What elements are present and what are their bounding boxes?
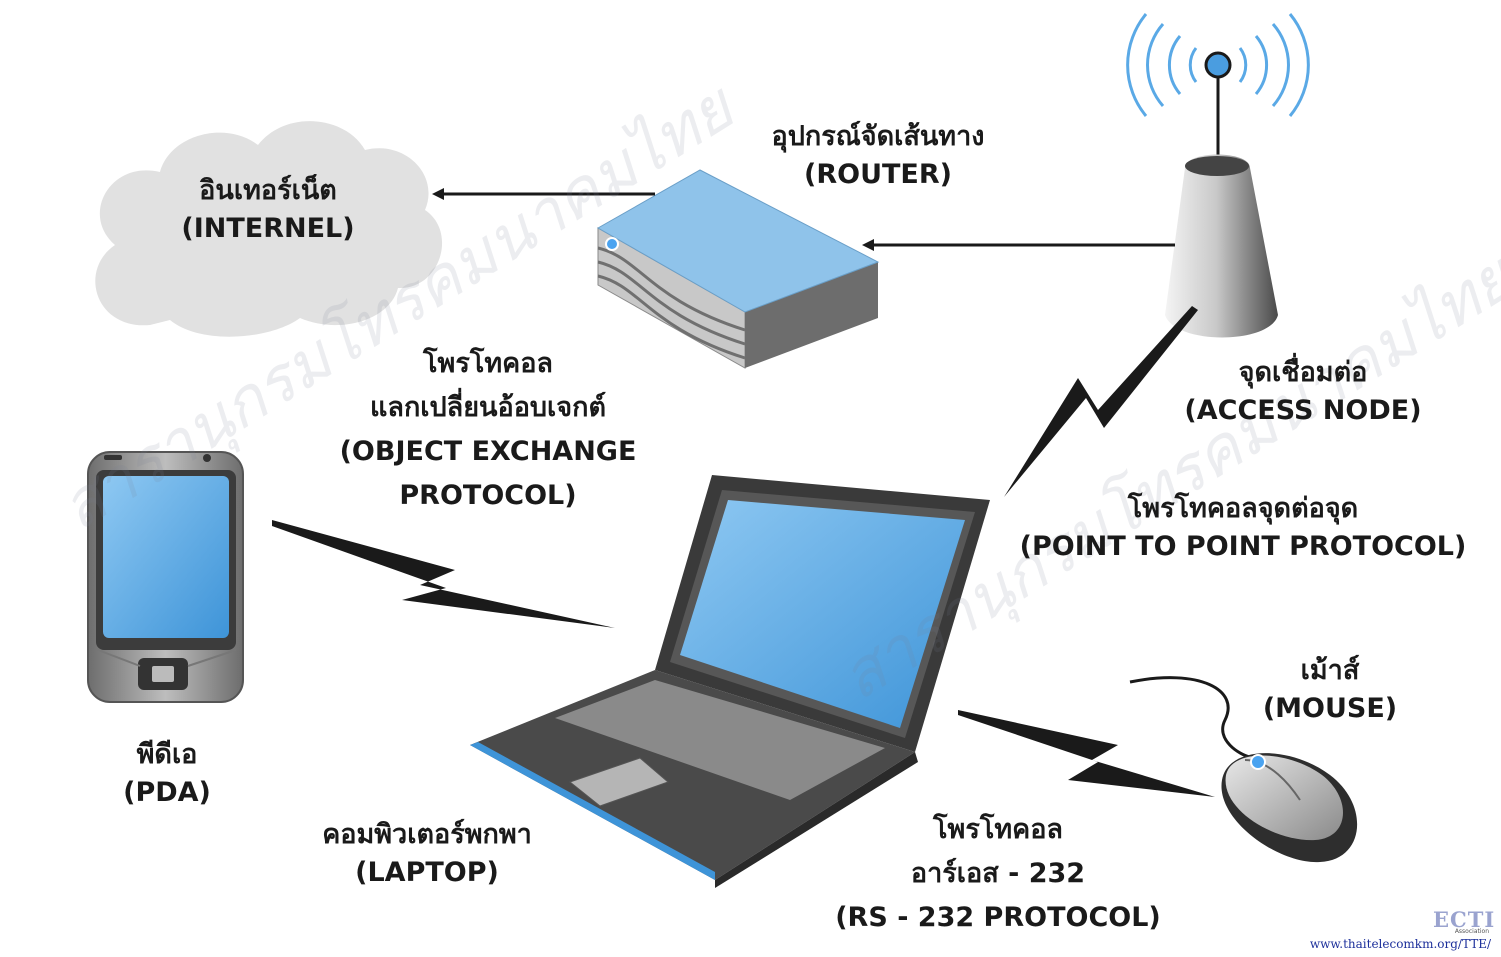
cloud-icon — [95, 121, 443, 337]
ecti-logo: ECTI Association — [1433, 907, 1496, 935]
rs232-protocol-label: โพรโทคอล อาร์เอส - 232 (RS - 232 PROTOCO… — [835, 814, 1161, 933]
source-url[interactable]: www.thaitelecomkm.org/TTE/ — [1309, 937, 1491, 951]
mouse-label: เม้าส์ (MOUSE) — [1262, 655, 1398, 724]
pda-label: พีดีเอ (PDA) — [123, 739, 211, 808]
lightning-bolt-laptop-access-node — [1004, 306, 1198, 497]
laptop-icon — [470, 475, 990, 888]
internet-label: อินเทอร์เน็ต (INTERNEL) — [181, 175, 355, 244]
access-node-icon — [1126, 13, 1310, 338]
access-node-label: จุดเชื่อมต่อ (ACCESS NODE) — [1184, 357, 1422, 426]
mouse-icon — [1129, 676, 1358, 863]
obex-protocol-label: โพรโทคอล แลกเปลี่ยนอ้อบเจกต์ (OBJECT EXC… — [339, 348, 637, 511]
router-icon — [596, 169, 880, 369]
lightning-bolt-pda-laptop — [272, 520, 615, 628]
ppp-protocol-label: โพรโทคอลจุดต่อจุด (POINT TO POINT PROTOC… — [1019, 493, 1467, 562]
laptop-label: คอมพิวเตอร์พกพา (LAPTOP) — [322, 819, 532, 888]
pda-icon — [87, 451, 244, 703]
router-label: อุปกรณ์จัดเส้นทาง (ROUTER) — [771, 121, 985, 190]
lightning-bolt-laptop-mouse — [958, 710, 1215, 797]
